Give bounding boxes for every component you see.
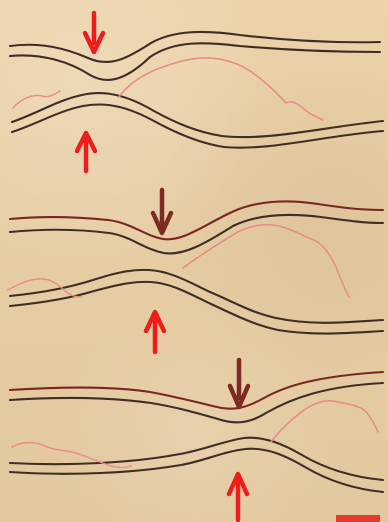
middle-panel-lower-strand-2 [10, 282, 383, 334]
middle-panel-upper-dark-strand [10, 215, 383, 254]
bottom-panel-right-dotted-curve [271, 401, 378, 442]
top-panel-right-dotted-curve [119, 58, 323, 120]
bottom-up-arrow [229, 474, 247, 520]
middle-down-arrow [153, 190, 171, 233]
top-panel [10, 13, 383, 171]
middle-panel-right-dotted-curve [183, 225, 349, 297]
top-down-arrow [85, 13, 103, 52]
top-panel-lower-strand-2 [12, 104, 383, 147]
top-panel-lower-strand-1 [12, 93, 383, 137]
top-panel-upper-strand-1 [10, 32, 380, 62]
middle-up-arrow [146, 312, 164, 352]
top-up-arrow [77, 133, 95, 171]
middle-panel-upper-red-strand [10, 201, 383, 239]
bottom-down-arrow [230, 360, 248, 407]
bottom-panel-lower-strand-2 [10, 449, 383, 492]
bottom-panel [10, 360, 383, 520]
top-panel-upper-strand-2 [10, 43, 380, 80]
middle-panel [8, 190, 383, 352]
corner-mark [336, 515, 380, 522]
